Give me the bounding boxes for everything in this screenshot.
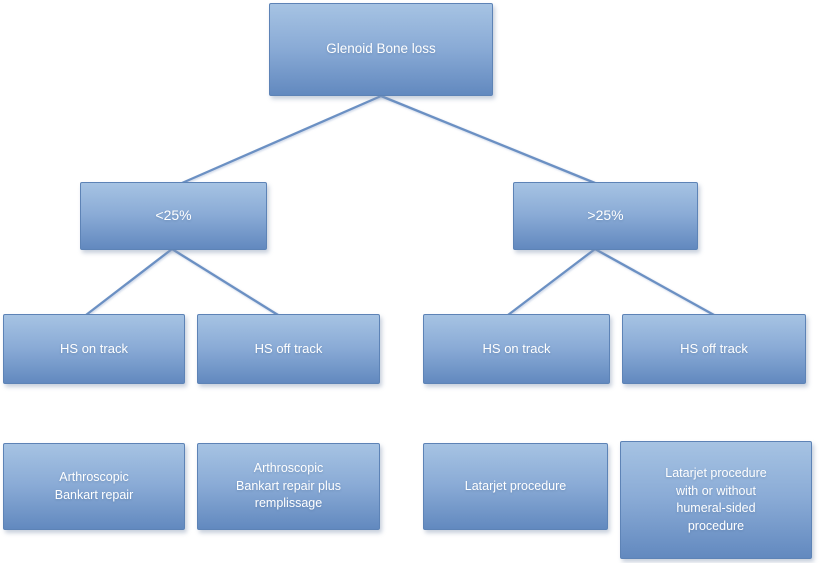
node-hs-on-track-left-label: HS on track bbox=[60, 340, 128, 356]
node-latarjet-humeral-sided-label: Latarjet procedure with or without humer… bbox=[665, 466, 767, 533]
connector-gt25-to-off-track bbox=[594, 247, 715, 317]
node-arthroscopic-bankart-repair: Arthroscopic Bankart repair bbox=[3, 443, 185, 530]
node-glenoid-bone-loss-label: Glenoid Bone loss bbox=[326, 41, 436, 57]
connector-lt25-to-off-track bbox=[171, 248, 279, 316]
node-less-than-25pct-label: <25% bbox=[155, 207, 192, 224]
node-less-than-25pct: <25% bbox=[80, 182, 267, 250]
node-latarjet-humeral-sided: Latarjet procedure with or without humer… bbox=[620, 441, 812, 559]
node-greater-than-25pct-label: >25% bbox=[587, 207, 624, 224]
connector-gt25-to-on-track bbox=[507, 248, 596, 316]
node-hs-on-track-right-label: HS on track bbox=[482, 340, 551, 356]
node-hs-off-track-right-label: HS off track bbox=[680, 340, 748, 356]
node-bankart-plus-remplissage: Arthroscopic Bankart repair plus remplis… bbox=[197, 443, 380, 530]
node-hs-off-track-left: HS off track bbox=[197, 314, 380, 384]
node-arthroscopic-bankart-repair-label: Arthroscopic Bankart repair bbox=[54, 470, 134, 502]
node-glenoid-bone-loss: Glenoid Bone loss bbox=[269, 3, 493, 96]
node-latarjet-procedure: Latarjet procedure bbox=[423, 443, 608, 530]
connector-root-to-gt25 bbox=[380, 94, 596, 185]
connector-root-to-lt25 bbox=[181, 94, 382, 185]
node-latarjet-procedure-label: Latarjet procedure bbox=[464, 478, 567, 493]
node-hs-on-track-right: HS on track bbox=[423, 314, 610, 384]
node-hs-off-track-left-label: HS off track bbox=[254, 340, 323, 356]
node-greater-than-25pct: >25% bbox=[513, 182, 698, 250]
connector-lt25-to-on-track bbox=[85, 248, 173, 316]
node-bankart-plus-remplissage-label: Arthroscopic Bankart repair plus remplis… bbox=[236, 461, 341, 511]
node-hs-on-track-left: HS on track bbox=[3, 314, 185, 384]
node-hs-off-track-right: HS off track bbox=[622, 314, 806, 384]
